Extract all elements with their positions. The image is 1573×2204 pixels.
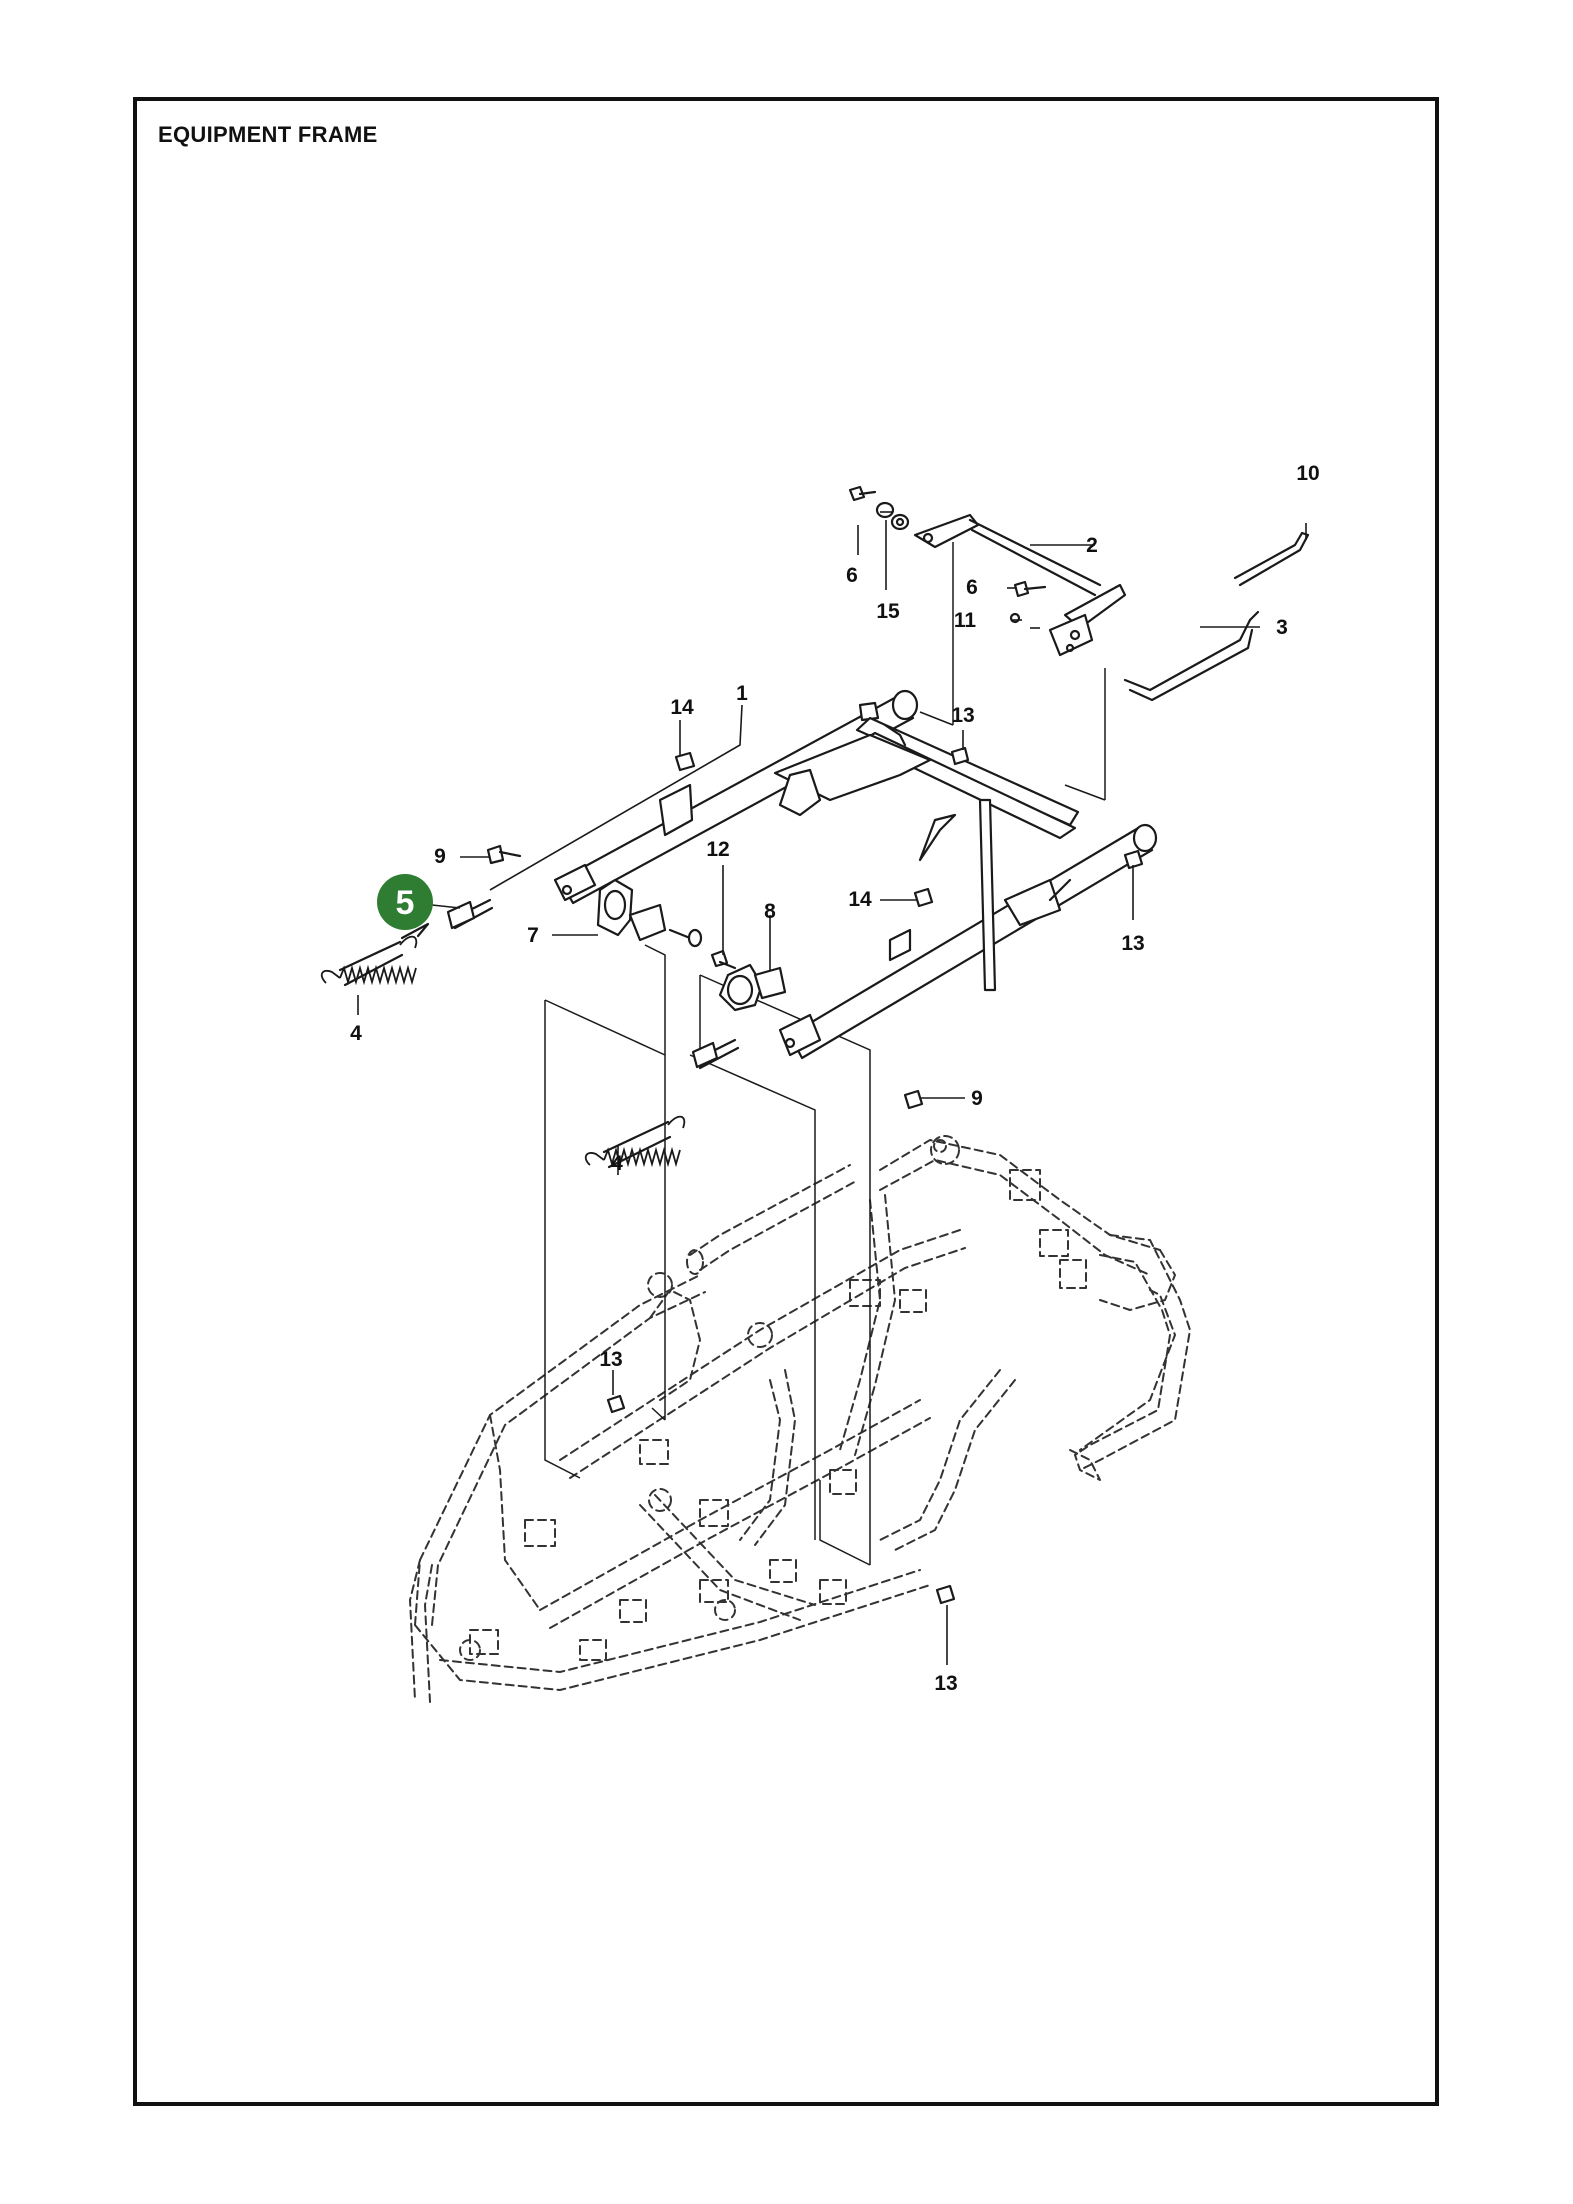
callout-13-right: 13 [1121, 932, 1144, 955]
pivot-brackets [596, 878, 787, 1012]
callout-6-top: 6 [846, 564, 858, 587]
hardware [486, 485, 1144, 1605]
callout-3: 3 [1276, 616, 1288, 639]
highlighted-part-rod [400, 898, 740, 1070]
callout-15: 15 [876, 600, 900, 623]
bent-rod [1123, 610, 1260, 702]
highlight-circle [377, 874, 433, 930]
callout-7: 7 [527, 924, 539, 947]
callout-2: 2 [1086, 534, 1098, 557]
callout-6-mid: 6 [966, 576, 978, 599]
callout-14-top: 14 [670, 696, 694, 719]
callout-14-mid: 14 [848, 888, 872, 911]
page-border [133, 97, 1439, 2106]
springs [320, 935, 686, 1169]
callout-labels: 1 2 3 4 4 6 6 7 8 9 9 10 11 12 13 13 13 … [350, 462, 1320, 1695]
callout-10: 10 [1296, 462, 1319, 485]
highlight-number: 5 [396, 884, 415, 922]
ghost-chassis [409, 1135, 1191, 1703]
callout-1: 1 [736, 682, 748, 705]
callout-12: 12 [706, 838, 729, 861]
callout-9-upper: 9 [434, 845, 446, 868]
callout-13-left: 13 [599, 1348, 622, 1371]
callout-9-lower: 9 [971, 1087, 983, 1110]
assembly-guide-lines [544, 542, 1106, 1566]
callout-13-bottom: 13 [934, 1672, 957, 1695]
callout-8: 8 [764, 900, 776, 923]
page-title: EQUIPMENT FRAME [158, 122, 378, 147]
leader-lines [357, 511, 1307, 1665]
callout-13-top: 13 [951, 704, 974, 727]
callout-4-left: 4 [350, 1022, 362, 1045]
callout-11: 11 [954, 609, 977, 632]
callout-4-lower: 4 [611, 1152, 623, 1175]
main-frame-assembly [553, 689, 1158, 1060]
highlight-badge: 5 [377, 874, 433, 930]
hair-pin [1233, 531, 1310, 587]
upper-lift-bracket [913, 513, 1127, 657]
